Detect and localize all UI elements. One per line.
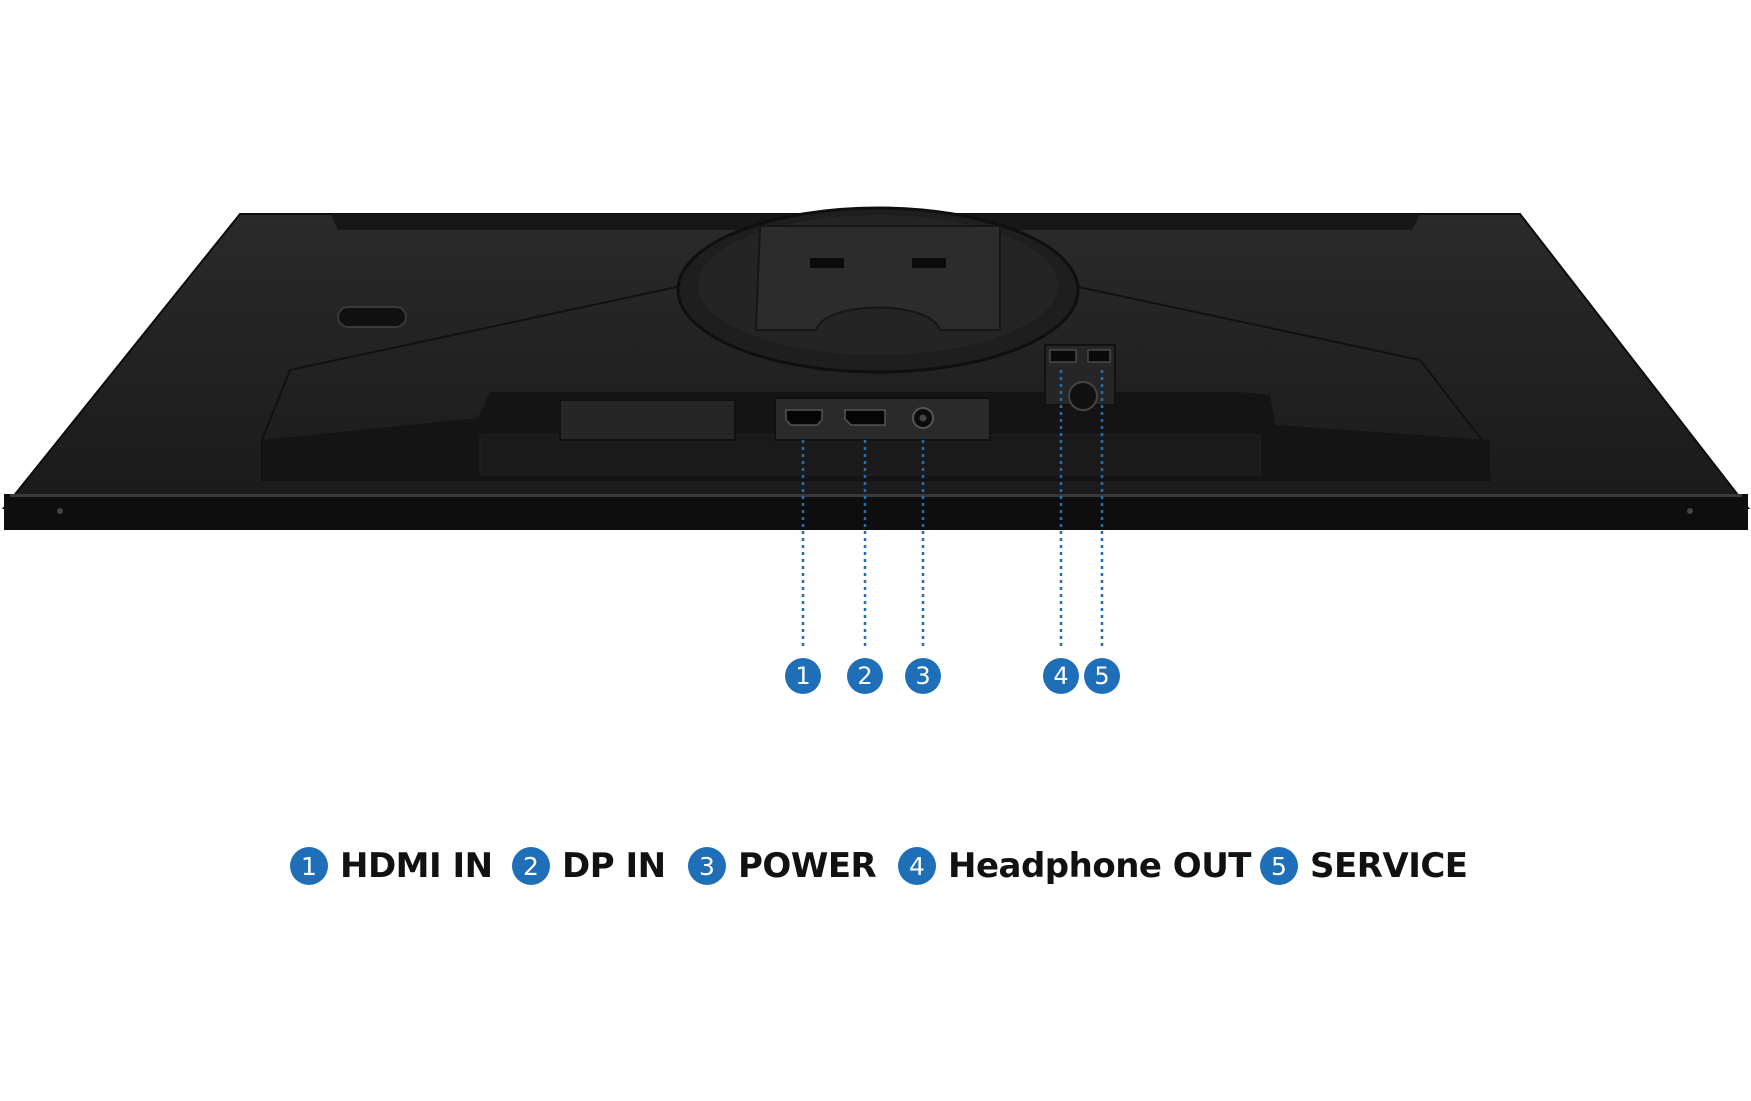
legend-item-dp-in: 2 DP IN <box>512 840 666 892</box>
service-port-icon <box>1087 349 1111 363</box>
legend-item-hdmi-in: 1 HDMI IN <box>290 840 493 892</box>
legend-item-service: 5 SERVICE <box>1260 840 1468 892</box>
callout-number-2: 2 <box>857 662 872 690</box>
edge-screw-left <box>57 508 63 514</box>
dp-port-icon <box>844 409 886 426</box>
leader-lines <box>801 370 1104 650</box>
legend-label-headphone-out: Headphone OUT <box>948 846 1252 886</box>
legend-item-power: 3 POWER <box>688 840 877 892</box>
bracket-slot-right <box>912 258 946 268</box>
callout-1: 1 <box>785 658 821 694</box>
legend-badge-3: 3 <box>688 847 726 885</box>
callout-number-1: 1 <box>795 662 810 690</box>
cover-plate <box>559 399 736 441</box>
callout-5: 5 <box>1084 658 1120 694</box>
legend-label-service: SERVICE <box>1310 846 1468 886</box>
callout-number-4: 4 <box>1053 662 1068 690</box>
service-button-icon <box>1068 381 1098 411</box>
callout-2: 2 <box>847 658 883 694</box>
callout-3: 3 <box>905 658 941 694</box>
callout-4: 4 <box>1043 658 1079 694</box>
legend-label-hdmi-in: HDMI IN <box>340 846 493 886</box>
monitor-bottom-edge <box>4 494 1748 530</box>
legend-badge-1: 1 <box>290 847 328 885</box>
legend-badge-2: 2 <box>512 847 550 885</box>
stand-bracket <box>754 225 1001 331</box>
port-legend: 1 HDMI IN 2 DP IN 3 POWER 4 Headphone OU… <box>0 840 1751 892</box>
bracket-slot-left <box>810 258 844 268</box>
legend-badge-4: 4 <box>898 847 936 885</box>
control-nub <box>337 306 407 328</box>
legend-item-headphone-out: 4 Headphone OUT <box>898 840 1252 892</box>
monitor-edge-highlight <box>10 494 1742 497</box>
hdmi-port-icon <box>785 409 823 426</box>
edge-screw-right <box>1687 508 1693 514</box>
callout-number-3: 3 <box>915 662 930 690</box>
legend-label-dp-in: DP IN <box>562 846 666 886</box>
legend-badge-5: 5 <box>1260 847 1298 885</box>
legend-label-power: POWER <box>738 846 877 886</box>
headphone-port-icon <box>1049 349 1077 363</box>
callout-number-5: 5 <box>1094 662 1109 690</box>
power-port-pin <box>919 414 927 422</box>
